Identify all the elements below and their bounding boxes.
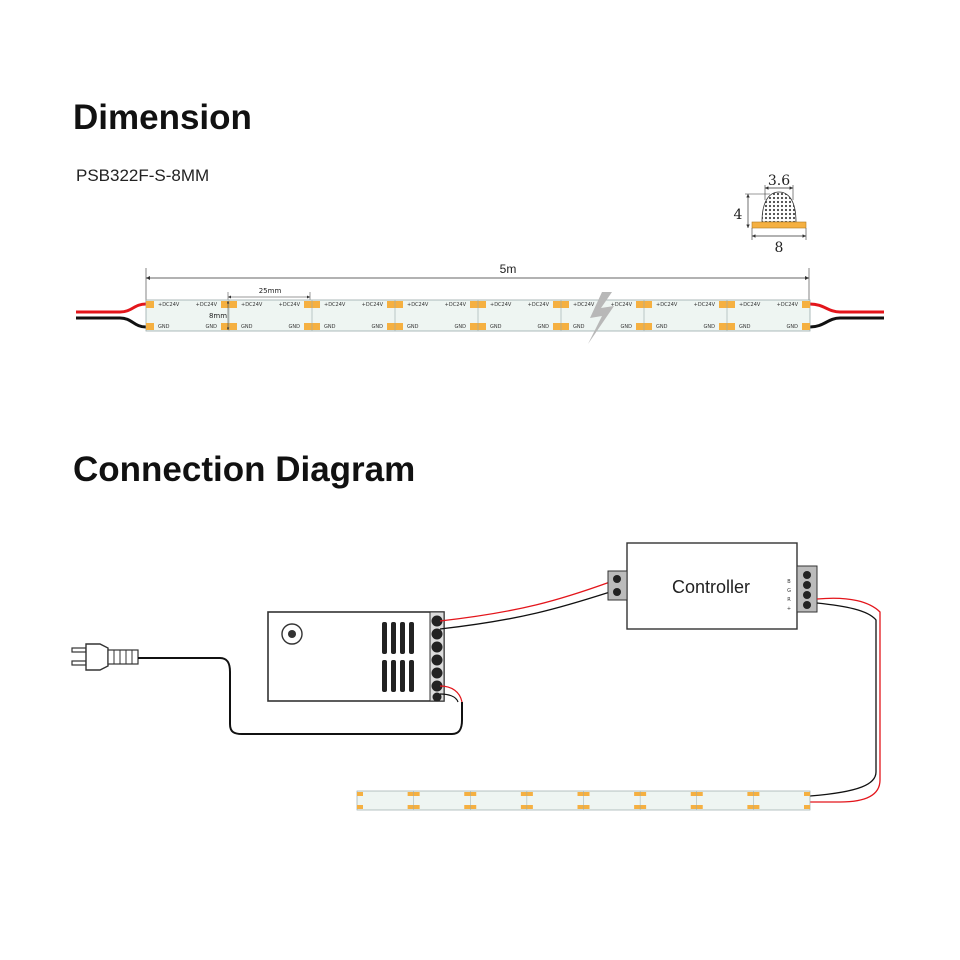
led-strip-installed xyxy=(356,790,811,811)
ac-wire-black xyxy=(439,693,459,703)
dc-wire-black xyxy=(439,591,611,630)
solder-pad xyxy=(357,792,363,796)
cross-section-width-label: 8 xyxy=(775,240,784,256)
solder-pad xyxy=(802,323,810,330)
solder-pad xyxy=(802,301,810,308)
output-wire-black xyxy=(809,602,877,797)
pad-label-top: +DC24V xyxy=(279,302,301,308)
port-label-r: R xyxy=(787,597,791,603)
left-wires xyxy=(76,302,147,329)
cross-section xyxy=(745,185,807,240)
pad-label-bottom: GND xyxy=(455,324,467,330)
pad-label-top: +DC24V xyxy=(158,302,180,308)
pad-label-top: +DC24V xyxy=(196,302,218,308)
port-label-g: G xyxy=(787,588,791,594)
pad-label-bottom: GND xyxy=(656,324,668,330)
pad-label-bottom: GND xyxy=(407,324,419,330)
power-plug-icon xyxy=(71,643,139,671)
solder-pad xyxy=(804,792,810,796)
pad-label-bottom: GND xyxy=(621,324,633,330)
pad-label-bottom: GND xyxy=(538,324,550,330)
cross-section-top-label: 3.6 xyxy=(768,173,790,189)
model-number: PSB322F-S-8MM xyxy=(76,166,210,185)
pad-label-bottom: GND xyxy=(289,324,301,330)
cut-pitch-label: 25mm xyxy=(259,287,282,295)
pad-label-bottom: GND xyxy=(158,324,170,330)
pad-label-bottom: GND xyxy=(490,324,502,330)
controller xyxy=(607,542,818,630)
pad-label-bottom: GND xyxy=(739,324,751,330)
pad-label-bottom: GND xyxy=(573,324,585,330)
pad-label-top: +DC24V xyxy=(445,302,467,308)
lightning-icon xyxy=(588,292,614,344)
solder-pad xyxy=(357,805,363,809)
dc-wire-red xyxy=(439,581,611,622)
pad-label-bottom: GND xyxy=(704,324,716,330)
pad-label-bottom: GND xyxy=(787,324,799,330)
pad-label-top: +DC24V xyxy=(241,302,263,308)
port-label-plus: + xyxy=(787,606,791,612)
pad-label-top: +DC24V xyxy=(739,302,761,308)
pad-label-top: +DC24V xyxy=(777,302,799,308)
pad-label-top: +DC24V xyxy=(490,302,512,308)
solder-pad xyxy=(804,805,810,809)
pad-label-top: +DC24V xyxy=(528,302,550,308)
pad-label-top: +DC24V xyxy=(573,302,595,308)
pad-label-bottom: GND xyxy=(372,324,384,330)
length-dimension xyxy=(145,268,810,305)
pad-label-top: +DC24V xyxy=(611,302,633,308)
length-label: 5m xyxy=(500,262,517,276)
pad-label-top: +DC24V xyxy=(407,302,429,308)
pad-label-bottom: GND xyxy=(324,324,336,330)
pad-label-top: +DC24V xyxy=(656,302,678,308)
port-label-b: B xyxy=(787,579,791,585)
solder-pad xyxy=(146,301,154,308)
pad-label-bottom: GND xyxy=(241,324,253,330)
solder-pad xyxy=(146,323,154,330)
ac-cord xyxy=(138,657,463,735)
pad-label-top: +DC24V xyxy=(694,302,716,308)
right-wires xyxy=(809,302,884,329)
led-strip-dimension: +DC24V +DC24V GND GND +DC24V +DC24V GND GND +DC2… xyxy=(145,299,811,332)
ac-wire-red xyxy=(439,685,463,703)
controller-label: Controller xyxy=(672,577,750,597)
cross-section-height-label: 4 xyxy=(734,207,743,223)
width-label: 8mm xyxy=(209,312,227,320)
power-supply xyxy=(267,611,445,702)
dimension-title: Dimension xyxy=(73,98,252,137)
pad-label-top: +DC24V xyxy=(324,302,346,308)
output-wire-red xyxy=(810,597,881,803)
pad-label-bottom: GND xyxy=(206,324,218,330)
pad-label-top: +DC24V xyxy=(362,302,384,308)
connection-title: Connection Diagram xyxy=(73,450,416,489)
